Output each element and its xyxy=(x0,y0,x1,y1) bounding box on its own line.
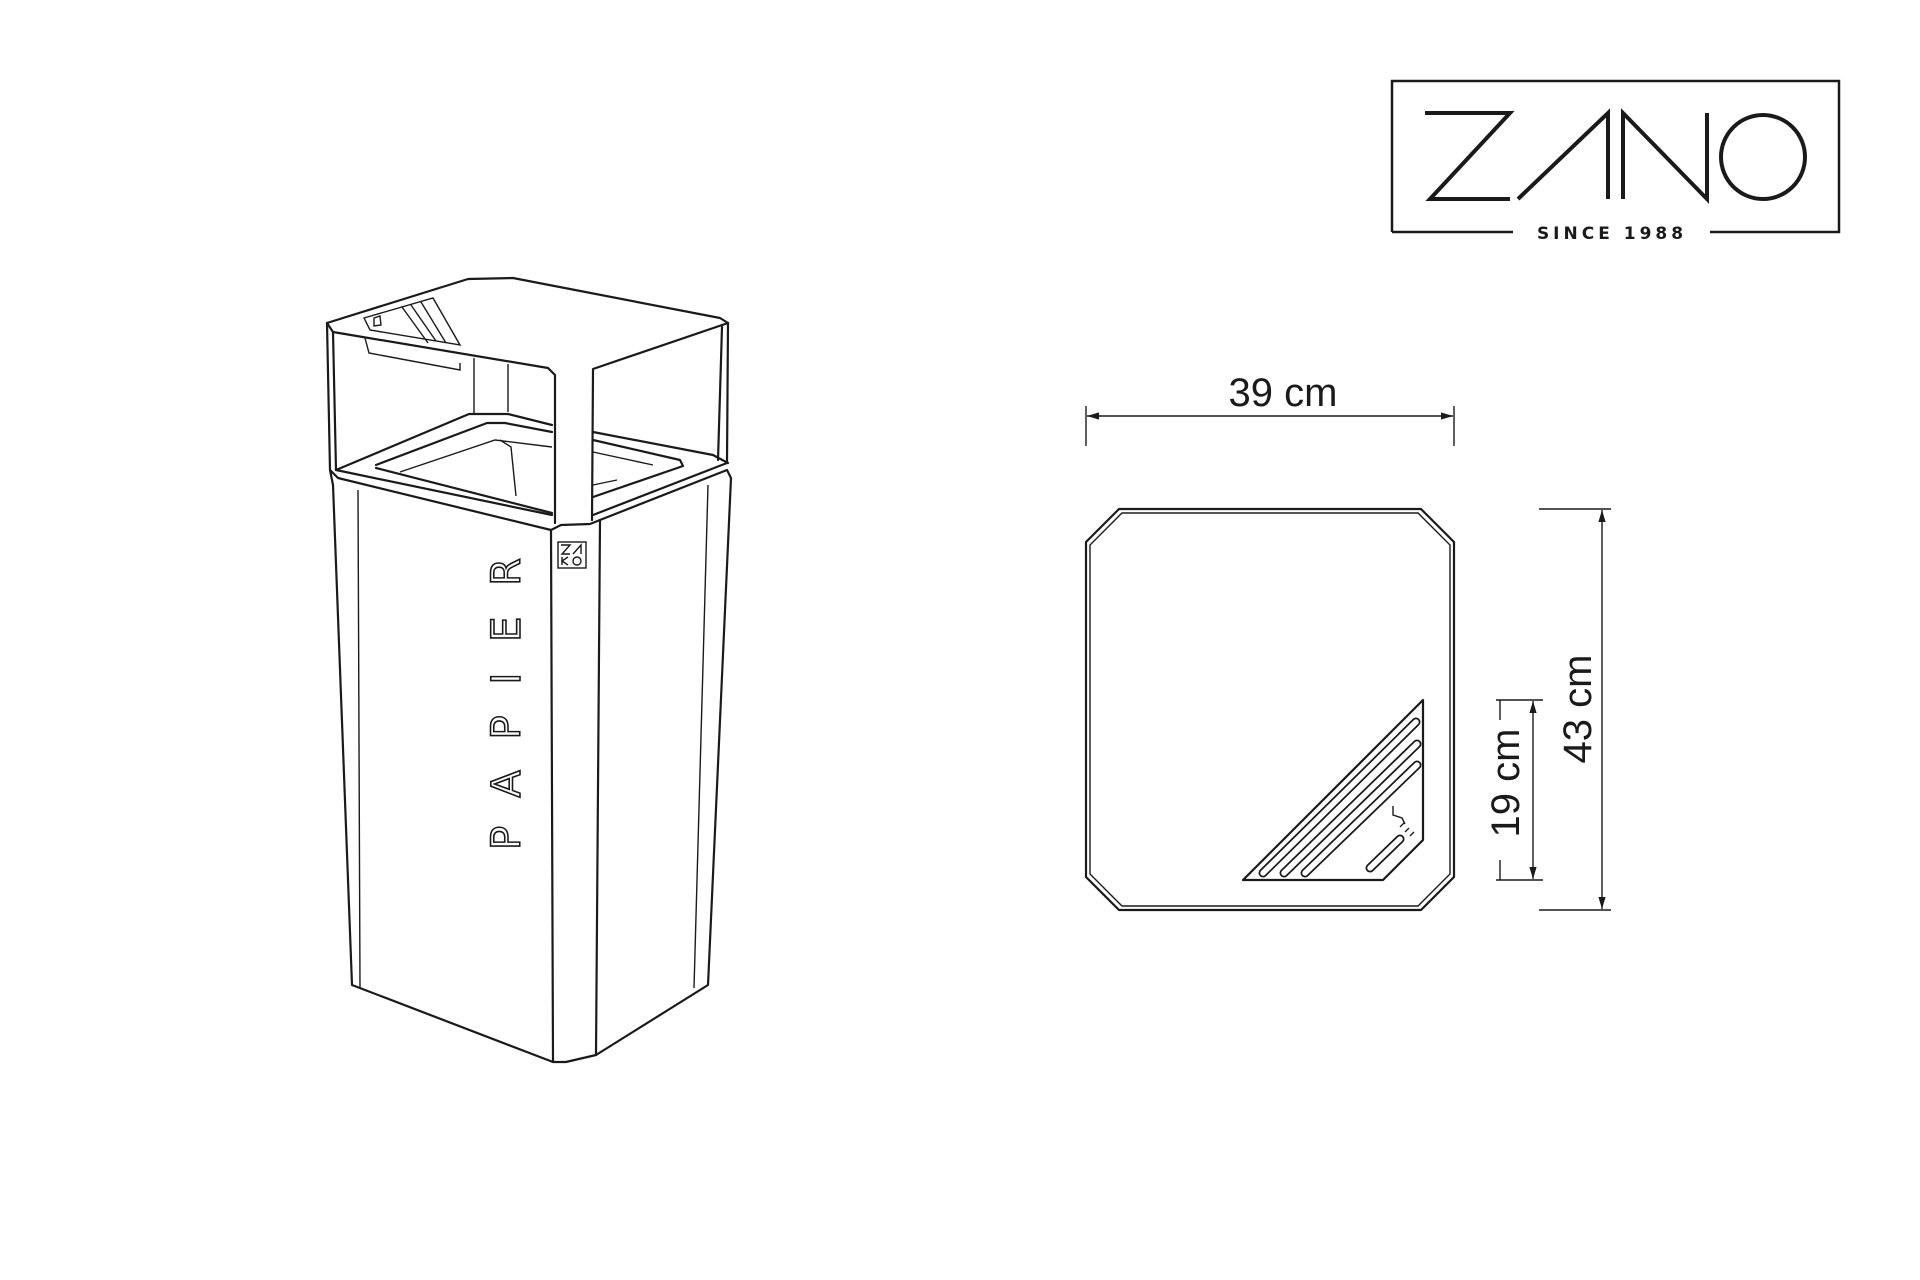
lid-ashtray-vent xyxy=(362,297,462,346)
depth-label: 43 cm xyxy=(1556,655,1600,764)
lid-front-right xyxy=(590,321,730,522)
bin-perspective-view: PAPIER xyxy=(325,276,733,1064)
bin-logo-badge xyxy=(557,541,587,569)
logo-letter-a xyxy=(1516,108,1610,201)
vent-dimension: 19 cm xyxy=(1484,699,1543,881)
vent-slats xyxy=(1258,717,1422,878)
logo-letter-n xyxy=(1621,108,1709,204)
logo-letter-o xyxy=(1719,113,1807,201)
lid-front-left xyxy=(325,321,557,525)
top-view-outline xyxy=(1084,507,1456,912)
lid-left-post xyxy=(331,330,338,472)
opening-rim xyxy=(334,412,730,472)
ashtray-vent xyxy=(1241,698,1425,882)
inner-opening xyxy=(374,421,685,515)
lid-top-edge xyxy=(325,276,730,325)
logo-letter-z xyxy=(1425,111,1515,201)
bin-liner xyxy=(399,439,654,497)
width-dimension: 39 cm xyxy=(1085,371,1455,446)
zano-logo: SINCE 1988 xyxy=(1390,79,1841,244)
bin-top-view: 39 cm 43 cm 19 cm xyxy=(1084,371,1611,912)
lid-left-edge xyxy=(325,321,332,472)
top-view-inner-outline xyxy=(1089,512,1451,907)
lid-slot xyxy=(364,337,461,371)
logo-frame xyxy=(1390,79,1841,234)
body-right-face xyxy=(594,468,733,1057)
rim-front xyxy=(334,461,729,517)
bin-label-papier: PAPIER xyxy=(484,558,530,850)
lid-right-edge xyxy=(716,321,730,465)
vent-depth-label: 19 cm xyxy=(1484,729,1528,838)
width-label: 39 cm xyxy=(1229,371,1338,415)
depth-dimension: 43 cm xyxy=(1539,508,1611,911)
logo-tagline: SINCE 1988 xyxy=(1537,224,1687,244)
body-panel-edge xyxy=(357,484,709,989)
rear-post xyxy=(473,358,509,413)
body-corner-bevel xyxy=(549,518,602,1064)
